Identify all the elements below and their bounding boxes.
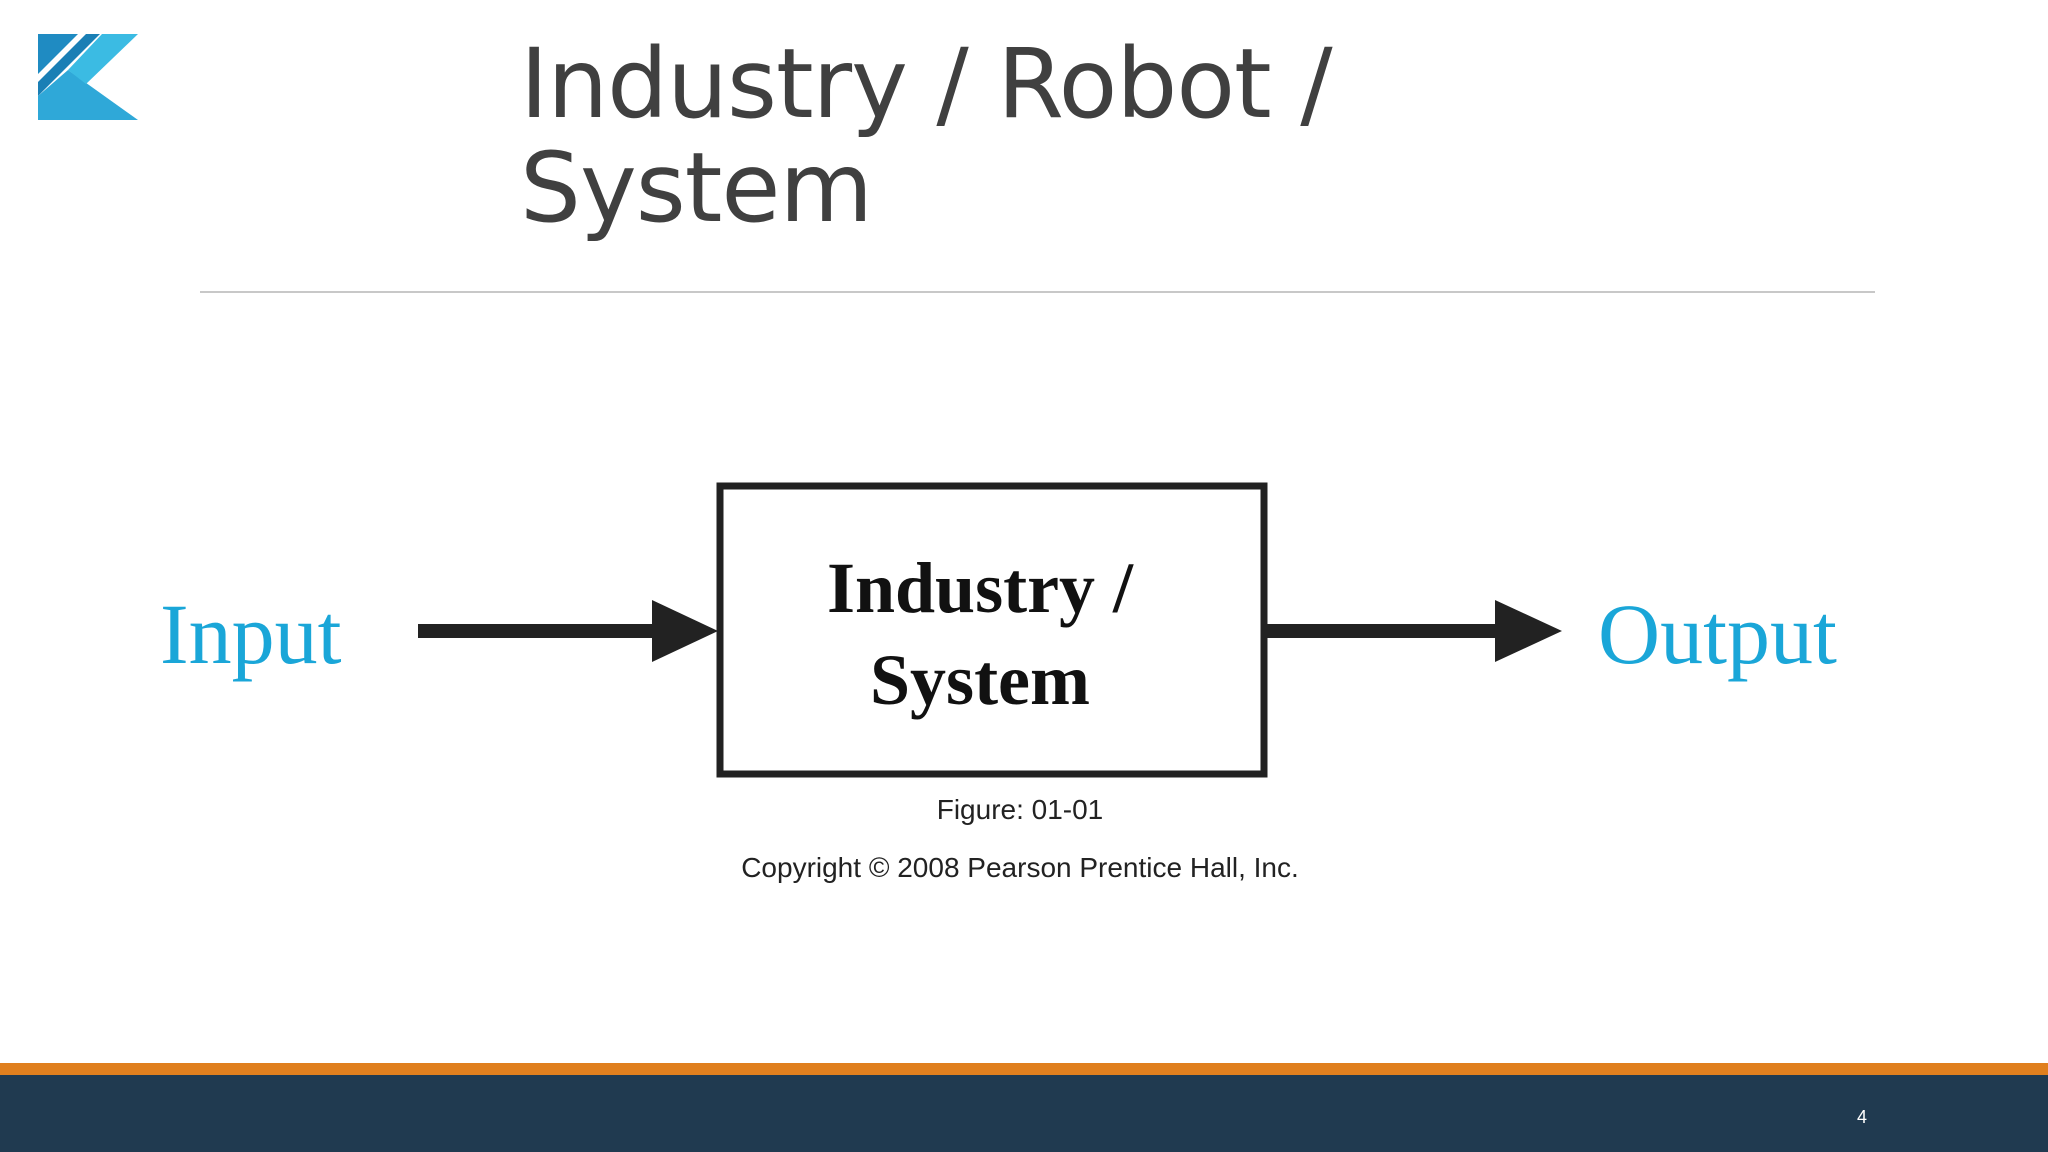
input-label: Input [160,586,342,682]
slide-number: 4 [1856,1107,1867,1127]
title-divider [200,291,1875,293]
output-label: Output [1598,586,1837,682]
copyright-notice: Copyright © 2008 Pearson Prentice Hall, … [741,852,1299,883]
system-box-label-line2: System [870,640,1090,720]
system-box-label-line1: Industry / [826,548,1134,628]
figure-caption: Figure: 01-01 [936,794,1104,825]
output-arrow [1267,600,1562,662]
footer-accent-stripe [0,1063,2048,1075]
slide-title: Industry / Robot / System [520,28,1333,244]
logo-icon [38,34,138,120]
input-arrow [418,600,718,662]
system-box [716,482,1268,778]
footer-bar [0,1075,2048,1152]
